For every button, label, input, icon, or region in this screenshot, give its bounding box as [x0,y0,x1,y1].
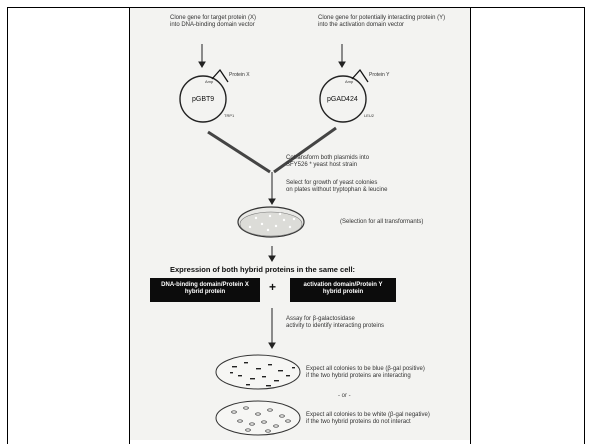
frame-divider-left [129,7,130,444]
main-arrow-down [268,172,276,205]
box-activation-line2: hybrid protein [322,289,364,295]
right-top-caption-line1: Clone gene for potentially interacting p… [318,15,446,21]
box-activation: activation domain/Protein Y hybrid prote… [290,278,396,302]
step-select-line1: Select for growth of yeast colonies [286,180,378,186]
assay-line1: Assay for β-galactosidase [286,316,355,322]
plasmid-left-site-a: Amp [205,79,214,84]
plasmid-right-site-b: LEU2 [364,113,375,118]
box-activation-line1: activation domain/Protein Y [303,282,383,288]
assay-line2: activity to identify interacting protein… [286,323,385,329]
step-cotransform-line2: SFY526 * yeast host strain [286,162,358,168]
box-dna-binding-line2: hybrid protein [184,289,226,295]
arrow-right-top [338,44,346,68]
plus-sign: + [269,280,277,294]
frame-top-border [7,7,585,8]
result-blue-line2: if the two hybrid proteins are interacti… [306,373,411,379]
plate-caption: (Selection for all transformants) [340,219,424,225]
result-white-line2: if the two hybrid proteins do not intera… [306,419,411,425]
expression-heading: Expression of both hybrid proteins in th… [170,265,356,274]
plasmid-right-site-a: Amp [345,79,354,84]
frame-divider-right [470,7,471,444]
plasmid-right-name: pGAD424 [327,96,358,103]
or-label: - or - [338,393,351,399]
plasmid-left-site-b: TRP1 [224,113,235,118]
plasmid-left-protein: Protein X [229,72,250,78]
left-top-caption-line1: Clone gene for target protein (X) [170,15,257,21]
plasmid-left-insert [211,68,229,83]
result-white-line1: Expect all colonies to be white (β-gal n… [306,412,430,418]
result-blue-line1: Expect all colonies to be blue (β-gal po… [306,366,425,372]
plasmid-right-circle [319,75,367,123]
result-plate-white [215,400,301,436]
result-plate-blue [215,354,301,390]
plasmid-left-circle [179,75,227,123]
plasmid-right-protein: Protein Y [369,72,390,78]
arrow-to-expression [268,246,276,262]
step-cotransform-line1: Cotransform both plasmids into [286,155,370,161]
left-top-caption-line2: into DNA-binding domain vector [170,22,255,28]
arrow-left-top [198,44,206,68]
selection-plate [237,206,305,238]
box-dna-binding: DNA-binding domain/Protein X hybrid prot… [150,278,260,302]
frame-right-border [584,7,585,444]
box-dna-binding-line1: DNA-binding domain/Protein X [161,282,249,288]
merge-lines [207,126,337,174]
frame-left-border [7,7,8,444]
plasmid-left-name: pGBT9 [192,96,215,103]
plasmid-right-insert [351,68,369,83]
right-top-caption-line2: into the activation domain vector [318,22,405,28]
step-select-line2: on plates without tryptophan & leucine [286,187,388,193]
arrow-to-assay [268,308,276,349]
